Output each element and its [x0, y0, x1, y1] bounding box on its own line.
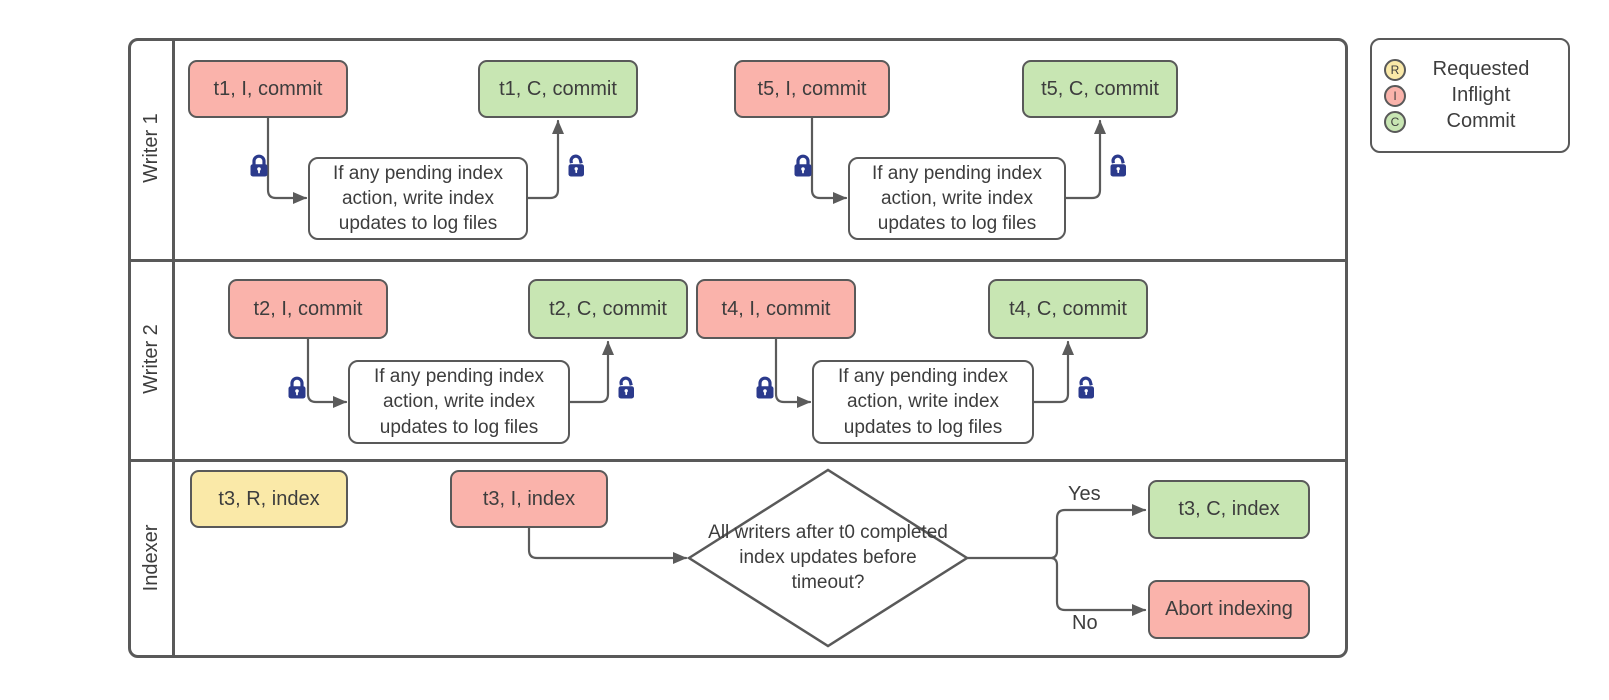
legend-row-commit: C Commit [1384, 110, 1556, 133]
node-t1-commit[interactable]: t1, C, commit [478, 60, 638, 118]
node-t5-inflight[interactable]: t5, I, commit [734, 60, 890, 118]
lane-label-writer-1: Writer 1 [140, 113, 162, 183]
legend-row-requested: R Requested [1384, 58, 1556, 81]
node-t2-inflight[interactable]: t2, I, commit [228, 279, 388, 339]
legend: R Requested I Inflight C Commit [1370, 38, 1570, 153]
closed-lock-icon [752, 374, 778, 400]
inflight-state-icon: I [1384, 84, 1406, 107]
node-t3-inflight[interactable]: t3, I, index [450, 470, 608, 528]
node-t3-commit[interactable]: t3, C, index [1148, 480, 1310, 539]
commit-state-icon: C [1384, 110, 1406, 133]
legend-label-inflight: Inflight [1451, 84, 1511, 106]
closed-lock-icon [790, 152, 816, 178]
closed-lock-icon [284, 374, 310, 400]
node-t2-commit[interactable]: t2, C, commit [528, 279, 688, 339]
node-writer2-process-a[interactable]: If any pending index action, write index… [348, 360, 570, 444]
lane-label-writer-2: Writer 2 [140, 324, 162, 394]
node-t1-inflight[interactable]: t1, I, commit [188, 60, 348, 118]
open-lock-icon [612, 374, 638, 400]
lane-divider-1 [131, 259, 1345, 262]
node-t3-requested[interactable]: t3, R, index [190, 470, 348, 528]
swimlane-frame [128, 38, 1348, 658]
branch-label-yes: Yes [1068, 483, 1101, 505]
node-t4-commit[interactable]: t4, C, commit [988, 279, 1148, 339]
legend-label-requested: Requested [1432, 58, 1530, 80]
requested-state-icon: R [1384, 58, 1406, 81]
node-writer2-process-b[interactable]: If any pending index action, write index… [812, 360, 1034, 444]
node-writer1-process-b[interactable]: If any pending index action, write index… [848, 157, 1066, 240]
open-lock-icon [1104, 152, 1130, 178]
branch-label-no: No [1072, 612, 1098, 634]
closed-lock-icon [246, 152, 272, 178]
open-lock-icon [1072, 374, 1098, 400]
lane-divider-2 [131, 459, 1345, 462]
node-t4-inflight[interactable]: t4, I, commit [696, 279, 856, 339]
lane-label-divider [172, 41, 175, 655]
legend-label-commit: Commit [1446, 110, 1516, 132]
decision-diamond-label[interactable]: All writers after t0 completed index upd… [708, 522, 948, 594]
legend-row-inflight: I Inflight [1384, 84, 1556, 107]
open-lock-icon [562, 152, 588, 178]
node-writer1-process-a[interactable]: If any pending index action, write index… [308, 157, 528, 240]
node-abort-indexing[interactable]: Abort indexing [1148, 580, 1310, 639]
node-t5-commit[interactable]: t5, C, commit [1022, 60, 1178, 118]
lane-label-indexer: Indexer [140, 524, 162, 592]
